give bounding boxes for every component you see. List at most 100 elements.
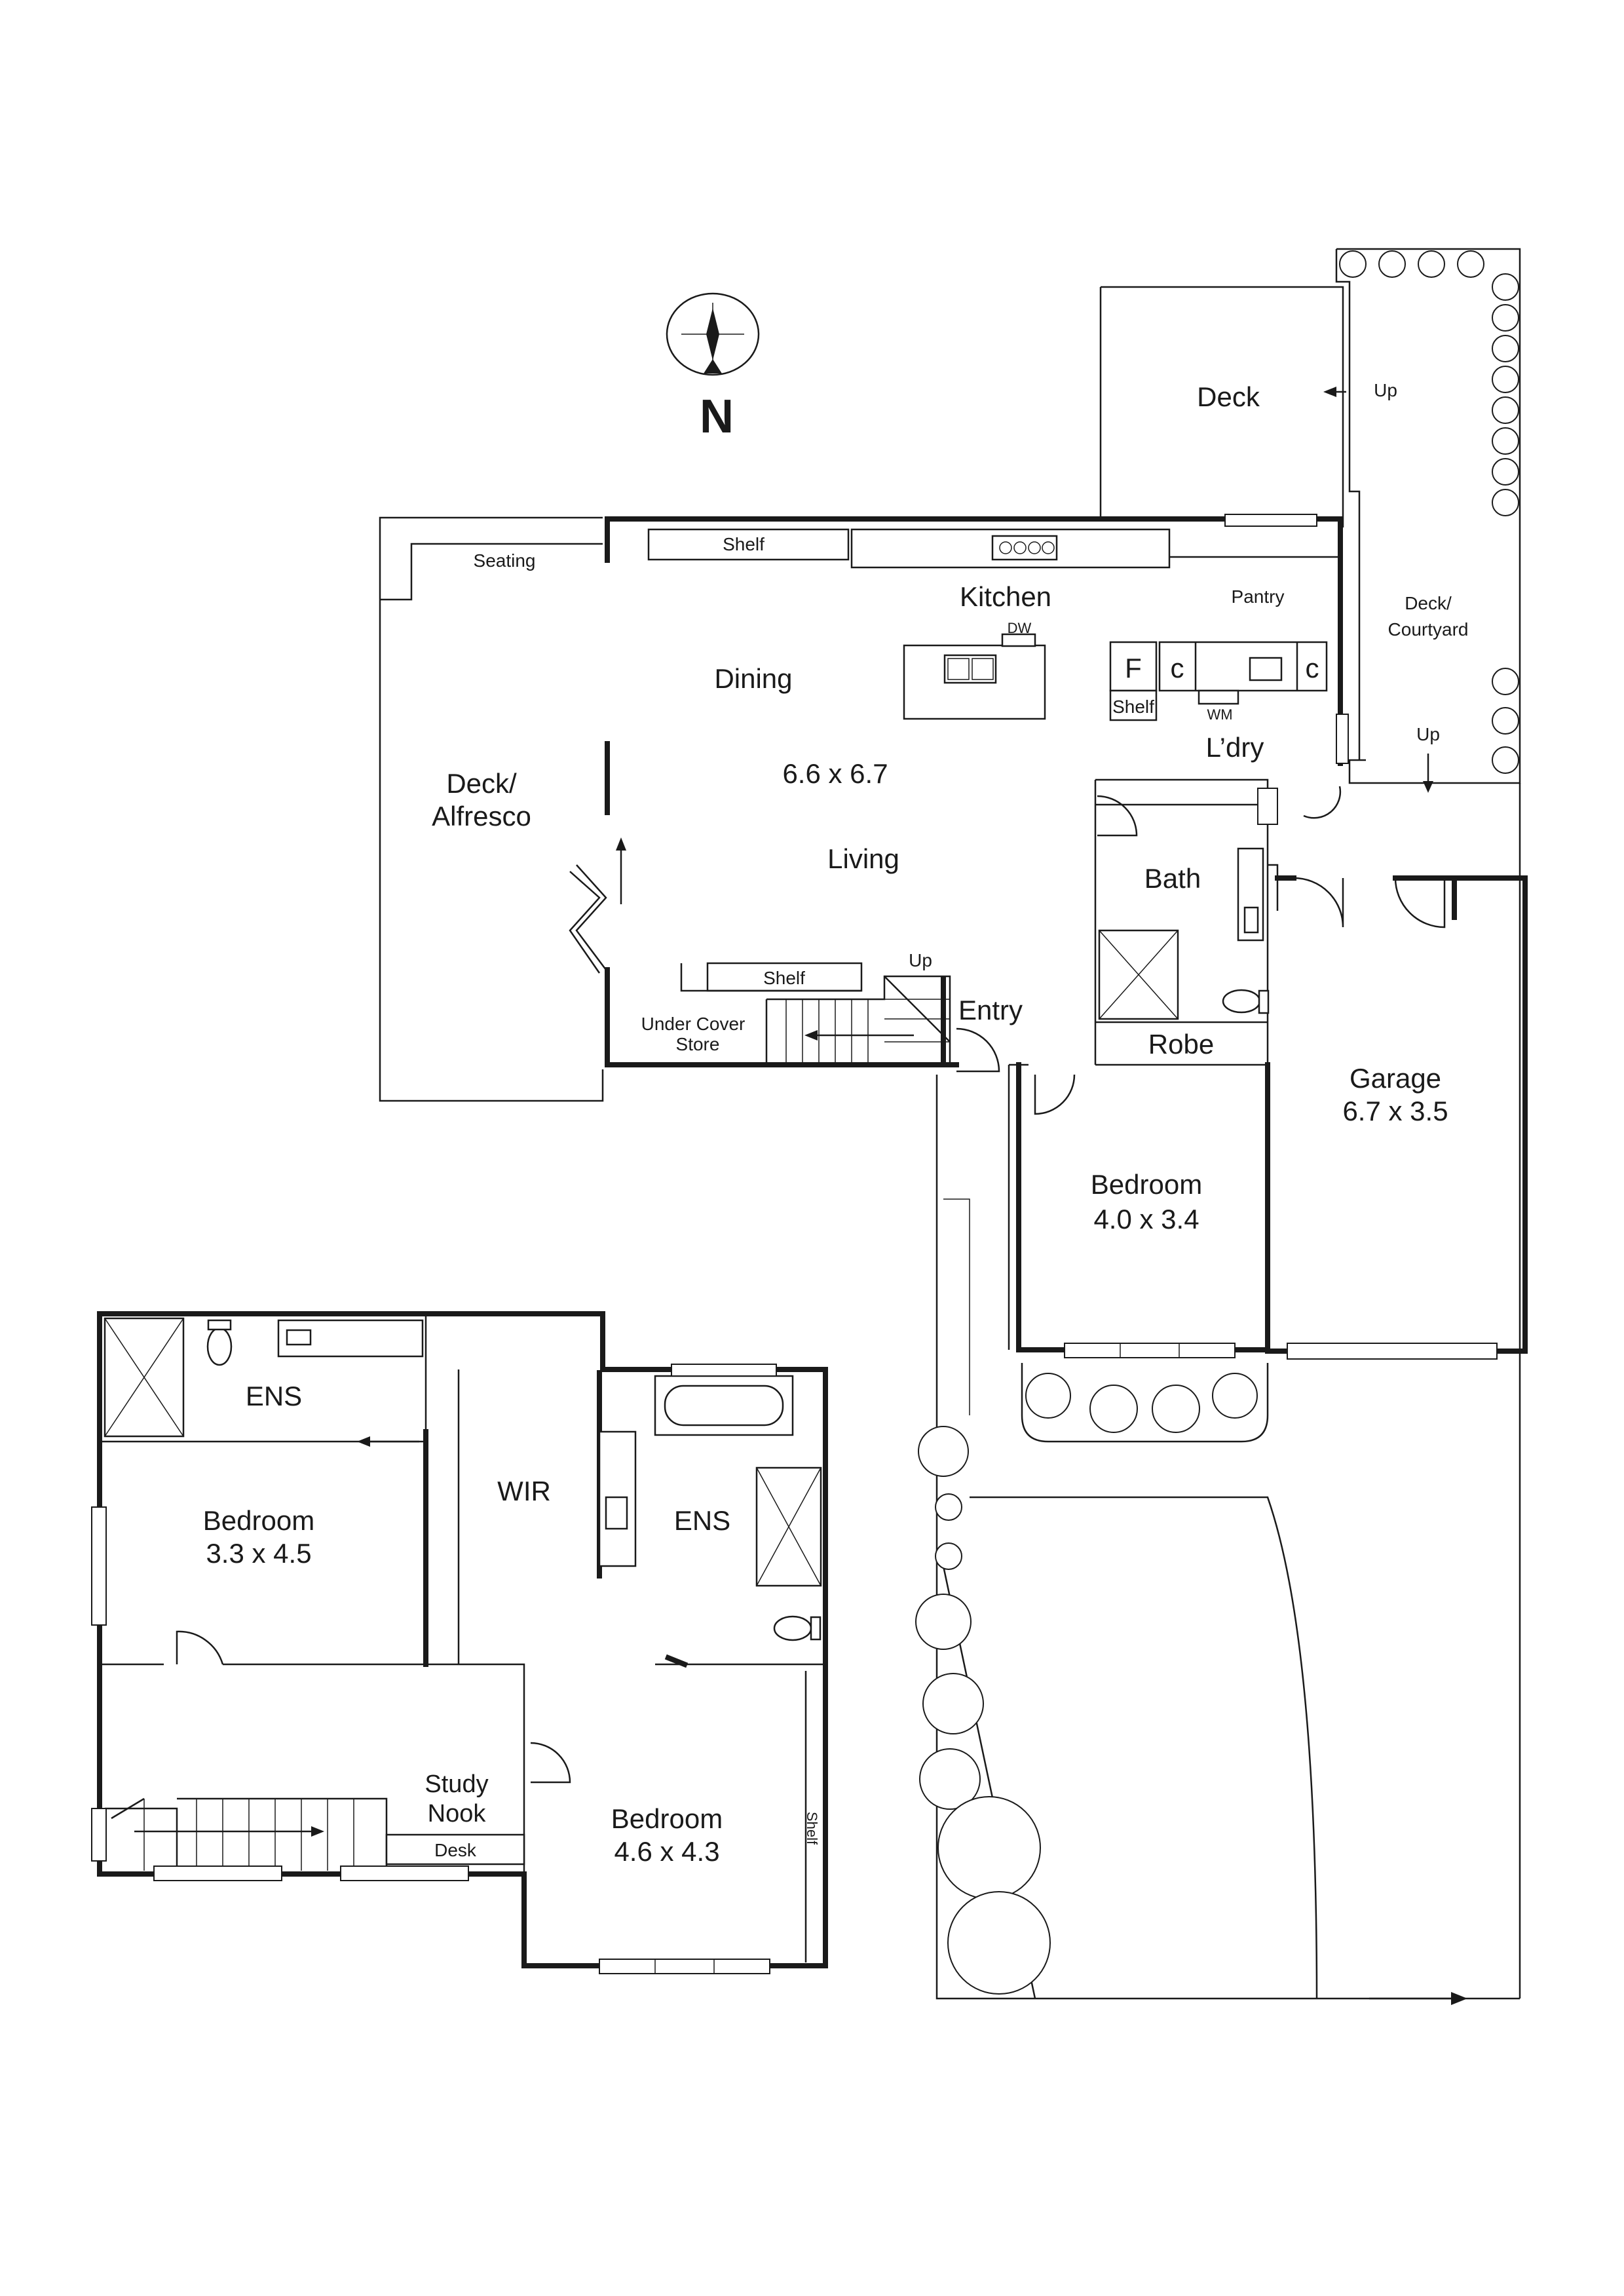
deck-label: Deck bbox=[1197, 381, 1260, 412]
door-swing-entry bbox=[956, 1027, 1000, 1073]
shrubs-front bbox=[915, 1373, 1258, 1995]
garage-dims: 6.7 x 3.5 bbox=[1342, 1096, 1448, 1126]
bedroom-left-dims: 3.3 x 4.5 bbox=[206, 1538, 311, 1569]
kitchen-shelf bbox=[647, 528, 850, 561]
ens-door-jamb bbox=[664, 1654, 689, 1668]
arrow-up-icon bbox=[616, 837, 626, 851]
window-kitchen bbox=[1224, 514, 1317, 527]
main-walls bbox=[605, 516, 1343, 1067]
laundry-dividers bbox=[1194, 642, 1298, 691]
shelf-kitchen-label: Shelf bbox=[723, 534, 765, 554]
bedroom-main-label: Bedroom bbox=[611, 1803, 723, 1834]
fridge-label: F bbox=[1125, 653, 1142, 683]
pantry-label: Pantry bbox=[1232, 586, 1285, 607]
store-label-1: Under Cover bbox=[641, 1014, 746, 1034]
wm-label: WM bbox=[1207, 706, 1232, 723]
bedroom-left-label: Bedroom bbox=[203, 1505, 314, 1536]
door-swing-bath bbox=[1097, 795, 1138, 837]
window-upper-bottom-1 bbox=[153, 1866, 282, 1881]
toilet-icon bbox=[1222, 989, 1270, 1014]
compass-icon bbox=[666, 292, 760, 376]
path-edge bbox=[943, 1198, 970, 1415]
window-bath-top bbox=[1257, 788, 1278, 825]
door-swing-bedroom bbox=[1034, 1074, 1076, 1115]
up-courtyard-label: Up bbox=[1416, 724, 1440, 744]
bathtub-icon bbox=[654, 1375, 794, 1436]
kitchen-label: Kitchen bbox=[960, 581, 1051, 612]
kitchen-island bbox=[903, 633, 1046, 720]
dining-label: Dining bbox=[714, 663, 792, 694]
basin-upper-left bbox=[286, 1329, 312, 1346]
door-swing-garage-left bbox=[1293, 877, 1344, 928]
laundry-shelf-label: Shelf bbox=[1112, 697, 1154, 717]
arrow-down-icon bbox=[1423, 781, 1433, 793]
cooktop-icon bbox=[991, 535, 1058, 561]
bedroom-ground-dims: 4.0 x 3.4 bbox=[1093, 1204, 1199, 1234]
arrow-left-upper-icon bbox=[357, 1436, 370, 1447]
window-upper-main-mullions bbox=[654, 1959, 715, 1974]
bath-walls bbox=[1094, 778, 1269, 1066]
shelf-base bbox=[680, 963, 861, 992]
window-stairs bbox=[91, 1808, 107, 1862]
alfresco-outline bbox=[379, 516, 604, 1102]
cupboard-left-label: c bbox=[1171, 653, 1184, 683]
wm-box bbox=[1198, 689, 1239, 705]
ens-left-label: ENS bbox=[246, 1381, 302, 1411]
entry-label: Entry bbox=[958, 995, 1023, 1025]
up-stairs-label: Up bbox=[909, 950, 932, 970]
shelf-upper-label: Shelf bbox=[804, 1812, 820, 1845]
courtyard-outline bbox=[1335, 248, 1521, 784]
bedroom-main-dims: 4.6 x 4.3 bbox=[614, 1836, 719, 1867]
bifold-door bbox=[569, 864, 607, 974]
shower-upper-right-icon bbox=[755, 1466, 822, 1587]
dishwasher-label: DW bbox=[1008, 620, 1032, 636]
window-upper-bath bbox=[671, 1364, 777, 1377]
study-nook-label-2: Nook bbox=[428, 1800, 487, 1827]
ens-right-label: ENS bbox=[674, 1505, 730, 1536]
deck-outline bbox=[1099, 286, 1344, 527]
wir-label: WIR bbox=[497, 1476, 551, 1506]
garden-bed bbox=[1021, 1363, 1269, 1443]
window-upper-left bbox=[91, 1506, 107, 1626]
garage-label: Garage bbox=[1350, 1063, 1441, 1094]
toilet-upper-left-icon bbox=[206, 1319, 233, 1366]
window-bedroom-mullions bbox=[1120, 1343, 1180, 1358]
window-upper-bottom-2 bbox=[340, 1866, 469, 1881]
basin-upper-right bbox=[605, 1496, 628, 1530]
shower-icon bbox=[1098, 929, 1179, 1020]
shelf-living-label: Shelf bbox=[763, 968, 805, 988]
driveway-outline bbox=[935, 1075, 1520, 2000]
driveway-curve bbox=[970, 1496, 1318, 1999]
door-swing-laundry bbox=[1303, 786, 1342, 819]
toilet-upper-right-icon bbox=[773, 1615, 821, 1641]
study-nook-label-1: Study bbox=[425, 1770, 488, 1798]
robe-label: Robe bbox=[1148, 1029, 1214, 1060]
stairs-ground bbox=[766, 975, 951, 1065]
laundry-sink bbox=[1249, 657, 1283, 681]
arrow-right-icon bbox=[1451, 1992, 1467, 2005]
deck-alfresco-label-2: Alfresco bbox=[432, 801, 531, 832]
seating-label: Seating bbox=[474, 550, 536, 571]
living-dims-label: 6.6 x 6.7 bbox=[782, 758, 888, 789]
cupboard-right-label: c bbox=[1306, 653, 1319, 683]
bath-basin bbox=[1243, 906, 1259, 934]
garage-walls bbox=[1265, 875, 1528, 1354]
door-swing-garage-right bbox=[1394, 877, 1446, 928]
window-bedroom bbox=[1064, 1343, 1236, 1358]
laundry-bench bbox=[1158, 641, 1328, 692]
window-upper-main bbox=[599, 1959, 770, 1974]
shrubs-courtyard bbox=[1339, 250, 1519, 774]
living-shelf bbox=[706, 962, 863, 992]
window-laundry bbox=[1336, 714, 1349, 764]
stairs-upper bbox=[105, 1797, 388, 1874]
laundry-shelf-box bbox=[1109, 689, 1158, 721]
deck-alfresco-label-1: Deck/ bbox=[446, 768, 517, 799]
store-label-2: Store bbox=[676, 1034, 720, 1054]
deck-courtyard-label-2: Courtyard bbox=[1388, 619, 1469, 640]
bath-label: Bath bbox=[1144, 863, 1201, 894]
laundry-label: L’dry bbox=[1206, 732, 1264, 763]
deck-courtyard-label-1: Deck/ bbox=[1405, 593, 1452, 613]
desk bbox=[385, 1833, 525, 1866]
bedroom-ground-label: Bedroom bbox=[1091, 1169, 1202, 1200]
up-deck-label: Up bbox=[1374, 380, 1397, 400]
